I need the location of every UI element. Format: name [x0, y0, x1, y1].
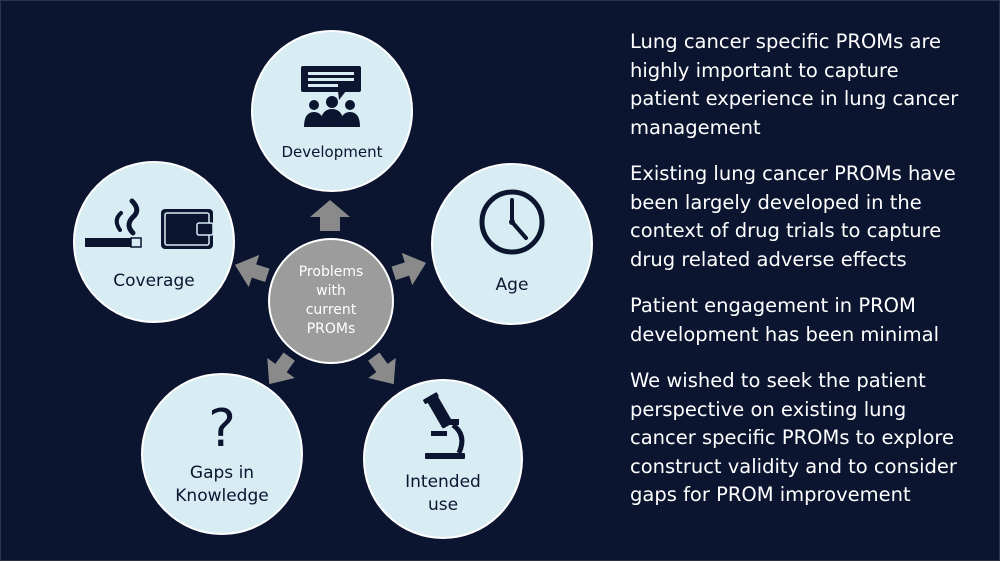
node-age: Age [431, 163, 593, 325]
center-label-line-2: with [316, 283, 346, 299]
paragraph-3: Patient engagement in PROM development h… [630, 294, 939, 346]
summary-text: Lung cancer specific PROMs are highly im… [630, 28, 990, 528]
paragraph-4: We wished to seek the patient perspectiv… [630, 369, 957, 506]
question-mark-icon: ? [208, 399, 236, 459]
node-gaps-label-line-1: Gaps in [190, 463, 254, 483]
node-age-label: Age [496, 275, 529, 295]
node-gaps: ? Gaps in Knowledge [141, 373, 303, 535]
problems-diagram: Problems with current PROMs Development [73, 30, 593, 539]
node-intended-use: Intended use [363, 379, 523, 539]
arrow-to-intended-use [368, 352, 396, 385]
node-gaps-label-line-2: Knowledge [175, 486, 268, 506]
center-circle [268, 238, 394, 364]
center-label-line-1: Problems [299, 264, 364, 280]
node-intended-use-label-line-2: use [428, 495, 458, 515]
node-coverage-label: Coverage [113, 271, 194, 291]
clock-icon [479, 189, 545, 255]
node-intended-use-label-line-1: Intended [405, 472, 481, 492]
arrows [234, 200, 427, 385]
node-development: Development [251, 30, 413, 192]
node-development-label: Development [282, 143, 383, 161]
arrow-to-age [391, 252, 427, 286]
node-coverage: Coverage [73, 161, 235, 323]
microscope-icon [423, 392, 465, 459]
center-label-line-3: current [306, 302, 357, 318]
center-label-line-4: PROMs [307, 321, 356, 337]
cigarette-and-wallet-icon [85, 198, 214, 249]
arrow-to-gaps [267, 352, 295, 385]
speech-bubble-group-icon [301, 66, 361, 127]
arrow-to-coverage [234, 254, 270, 288]
paragraph-1: Lung cancer specific PROMs are highly im… [630, 30, 959, 139]
paragraph-2: Existing lung cancer PROMs have been lar… [630, 162, 956, 271]
arrow-to-development [310, 200, 350, 231]
